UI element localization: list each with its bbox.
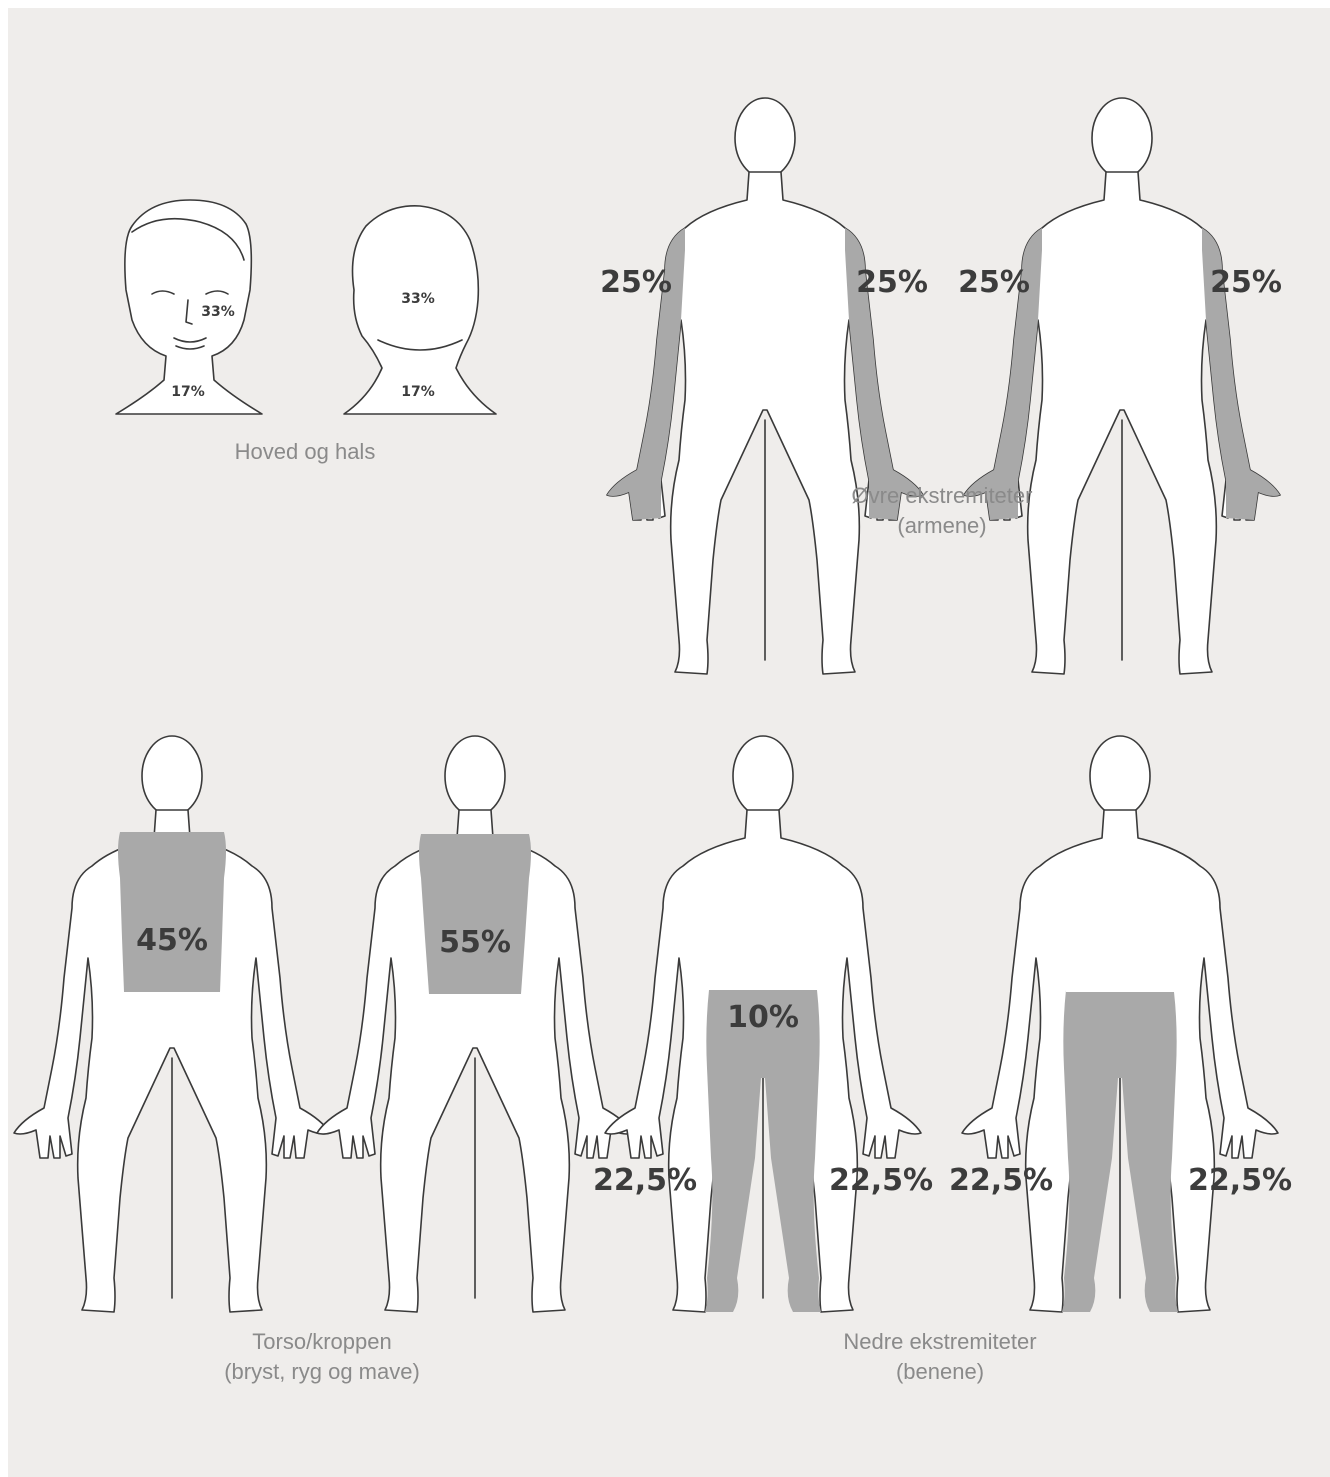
figure-front-torso — [317, 736, 633, 1312]
front-left-arm-percent: 25% — [600, 265, 672, 300]
front-right-arm-percent: 25% — [856, 265, 928, 300]
torso-caption-line1: Torso/kroppen — [252, 1329, 391, 1354]
front-left-leg-percent: 22,5% — [949, 1163, 1053, 1198]
buttocks-percent: 10% — [727, 1000, 799, 1035]
front-right-leg-percent: 22,5% — [1188, 1163, 1292, 1198]
front-face-percent: 33% — [201, 304, 235, 320]
figure-front-legs — [962, 736, 1278, 1312]
back-left-leg-percent: 22,5% — [593, 1163, 697, 1198]
figure-back-torso — [14, 736, 330, 1312]
back-right-arm-percent: 25% — [1210, 265, 1282, 300]
head-front — [116, 200, 262, 414]
head-back — [344, 206, 496, 414]
lower-caption-line2: (benene) — [896, 1359, 984, 1384]
back-right-leg-percent: 22,5% — [829, 1163, 933, 1198]
figure-back-arms — [964, 98, 1280, 674]
lower-caption-line1: Nedre ekstremiteter — [843, 1329, 1036, 1354]
back-head-percent: 33% — [401, 291, 435, 307]
torso-caption-line2: (bryst, ryg og mave) — [224, 1359, 420, 1384]
back-torso-percent: 45% — [136, 923, 208, 958]
upper-caption-line1: Øvre ekstremiteter — [852, 483, 1033, 508]
figure-front-arms — [607, 98, 923, 674]
back-left-arm-percent: 25% — [958, 265, 1030, 300]
head-neck-caption: Hoved og hals — [235, 439, 376, 464]
back-neck-percent: 17% — [401, 384, 435, 400]
front-torso-percent: 55% — [439, 925, 511, 960]
front-neck-percent: 17% — [171, 384, 205, 400]
upper-caption-line2: (armene) — [897, 513, 986, 538]
